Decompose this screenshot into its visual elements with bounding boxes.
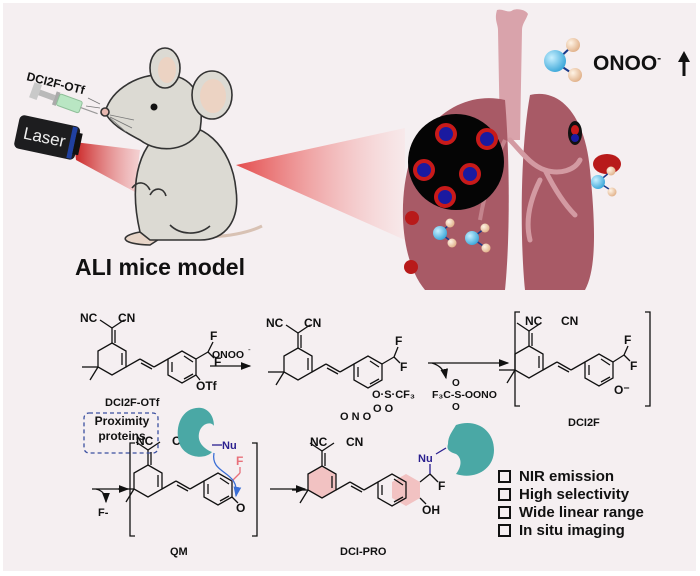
checkbox-icon — [498, 470, 511, 483]
nucleophile-label: Nu — [222, 440, 237, 452]
feature-text: NIR emission — [519, 468, 615, 485]
mouse-model-title: ALI mice model — [75, 254, 245, 280]
svg-text:F: F — [214, 355, 221, 369]
svg-text:F: F — [210, 329, 217, 343]
qm-fluoro: F — [236, 454, 243, 468]
feature-item: Wide linear range — [498, 504, 644, 521]
reactant-otf: OTf — [196, 379, 218, 393]
svg-text:F: F — [630, 359, 637, 373]
laser-beam-long — [236, 128, 405, 240]
svg-text:F: F — [395, 334, 402, 348]
proximity-box — [83, 412, 159, 454]
onoo-molecules-lung — [433, 166, 617, 253]
qm-carbonyl: O — [236, 501, 245, 515]
product-hydroxyl: OH — [422, 503, 440, 517]
svg-text:CN: CN — [561, 314, 578, 328]
feature-text: High selectivity — [519, 486, 630, 503]
svg-text:CN: CN — [304, 316, 321, 330]
bound-protein-icon — [447, 422, 494, 476]
product-fluoro: F — [438, 479, 445, 493]
feature-item: NIR emission — [498, 468, 614, 485]
feature-text: In situ imaging — [519, 522, 625, 539]
checkbox-icon — [498, 506, 511, 519]
svg-text:O O: O O — [373, 403, 394, 415]
increase-arrow-icon — [678, 51, 690, 76]
whiskers — [85, 97, 135, 133]
attack-arrow — [213, 452, 242, 498]
reactant-name: DCI2F-OTf — [105, 397, 160, 409]
reaction-scheme: NC CN F F OTf DCI2F-OTf ONOO - NC CN F F… — [80, 311, 651, 558]
product-nucleophile: Nu — [418, 453, 433, 465]
reagent-charge: - — [248, 345, 251, 354]
dci2f-bracket-right — [645, 311, 651, 407]
svg-text:F: F — [400, 360, 407, 374]
byproduct-label: F₃C-S-OONO — [432, 389, 497, 401]
svg-text:NC: NC — [136, 434, 154, 448]
mouse-icon — [100, 47, 263, 246]
onoo-label: ONOO- — [593, 51, 661, 76]
dci2f-name: DCI2F — [568, 417, 600, 429]
proximity-label: Proximity proteins — [94, 414, 150, 443]
reactant-cn: CN — [118, 311, 135, 325]
svg-text:NC: NC — [310, 435, 328, 449]
protein-icon — [177, 407, 214, 457]
dci2f-bracket-left — [514, 311, 520, 407]
dci2f-phenolate: O⁻ — [614, 383, 630, 397]
svg-text:NC: NC — [266, 316, 284, 330]
stained-cells — [413, 123, 498, 208]
fluoride-label: F- — [98, 507, 109, 519]
svg-text:O: O — [452, 402, 460, 413]
laser-beam-short — [74, 142, 140, 192]
svg-text:O N O: O N O — [340, 411, 372, 423]
checkbox-icon — [498, 524, 511, 537]
feature-item: High selectivity — [498, 486, 629, 503]
onoo-molecule-icon — [544, 38, 582, 82]
checkbox-icon — [498, 488, 511, 501]
svg-text:O: O — [452, 378, 460, 389]
reagent-label: ONOO — [212, 349, 244, 361]
onoo-text: ONOO — [593, 52, 658, 75]
intermediate-leaving-group: O·S·CF₃ — [372, 389, 415, 401]
syringe-icon — [29, 82, 98, 115]
svg-text:NC: NC — [525, 314, 543, 328]
feature-item: In situ imaging — [498, 522, 625, 539]
product-name: DCI-PRO — [340, 546, 387, 558]
svg-text:CN: CN — [346, 435, 363, 449]
qm-bracket-right — [252, 442, 258, 537]
svg-text:F: F — [624, 333, 631, 347]
lung-illustration — [402, 9, 621, 291]
feature-text: Wide linear range — [519, 504, 644, 521]
reactant-nc: NC — [80, 311, 98, 325]
mouse-illustration: Laser DCI2F-OTf — [14, 9, 690, 291]
qm-name: QM — [170, 546, 188, 558]
laser-device — [14, 115, 83, 160]
onoo-charge: - — [657, 51, 662, 65]
